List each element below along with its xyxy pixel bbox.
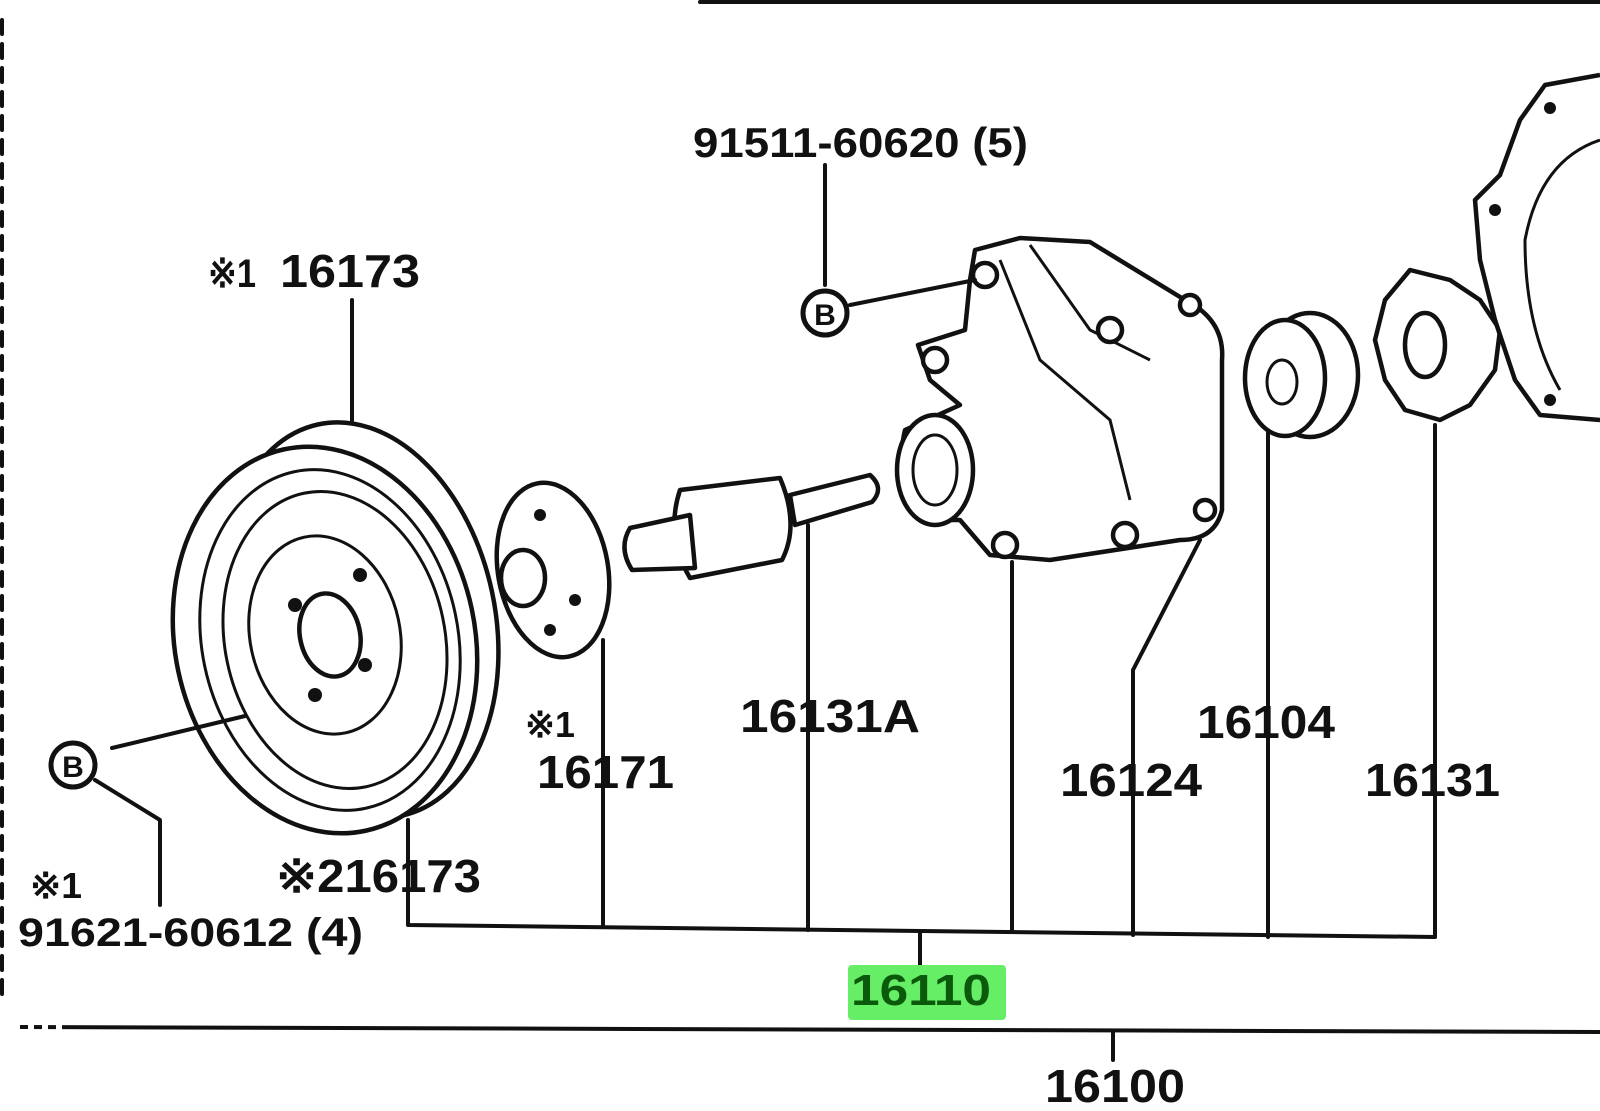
- seal-part[interactable]: [1242, 310, 1361, 440]
- part-number-pulley[interactable]: 16173: [280, 245, 420, 297]
- leader-lines: [0, 163, 1600, 1062]
- part-number-impeller[interactable]: 16131: [1365, 754, 1500, 806]
- part-number-bolt-bottom[interactable]: 91621-60612 (4): [18, 911, 363, 955]
- part-number-parent-assembly[interactable]: 16100: [1045, 1060, 1185, 1111]
- callout-letter: B: [62, 751, 84, 784]
- note-pulley: ※1: [208, 252, 256, 296]
- shaft-bearing-part[interactable]: [622, 472, 881, 581]
- note-bolt-bottom: ※1: [30, 865, 82, 906]
- impeller-part[interactable]: [1372, 267, 1503, 423]
- callout-letter: B: [814, 299, 836, 332]
- callout-b-top: B: [800, 288, 850, 338]
- note-hub: ※1: [525, 704, 575, 745]
- pulley-part[interactable]: [138, 396, 534, 862]
- assembly-highlight: [848, 965, 1006, 1020]
- part-number-assembly[interactable]: 16110: [851, 966, 991, 1015]
- part-number-body[interactable]: 16124: [1060, 754, 1202, 806]
- pump-body-part[interactable]: [894, 235, 1225, 563]
- part-number-seal[interactable]: 16104: [1197, 696, 1335, 748]
- part-number-hub[interactable]: 16171: [537, 746, 674, 798]
- callout-b-bottom: B: [48, 740, 98, 790]
- housing-part[interactable]: [1472, 72, 1600, 423]
- part-number-bolt-top[interactable]: 91511-60620 (5): [693, 119, 1028, 166]
- part-number-pulley-2[interactable]: ※216173: [276, 850, 481, 902]
- hub-flange-part[interactable]: [484, 474, 623, 666]
- part-number-shaft[interactable]: 16131A: [740, 690, 920, 742]
